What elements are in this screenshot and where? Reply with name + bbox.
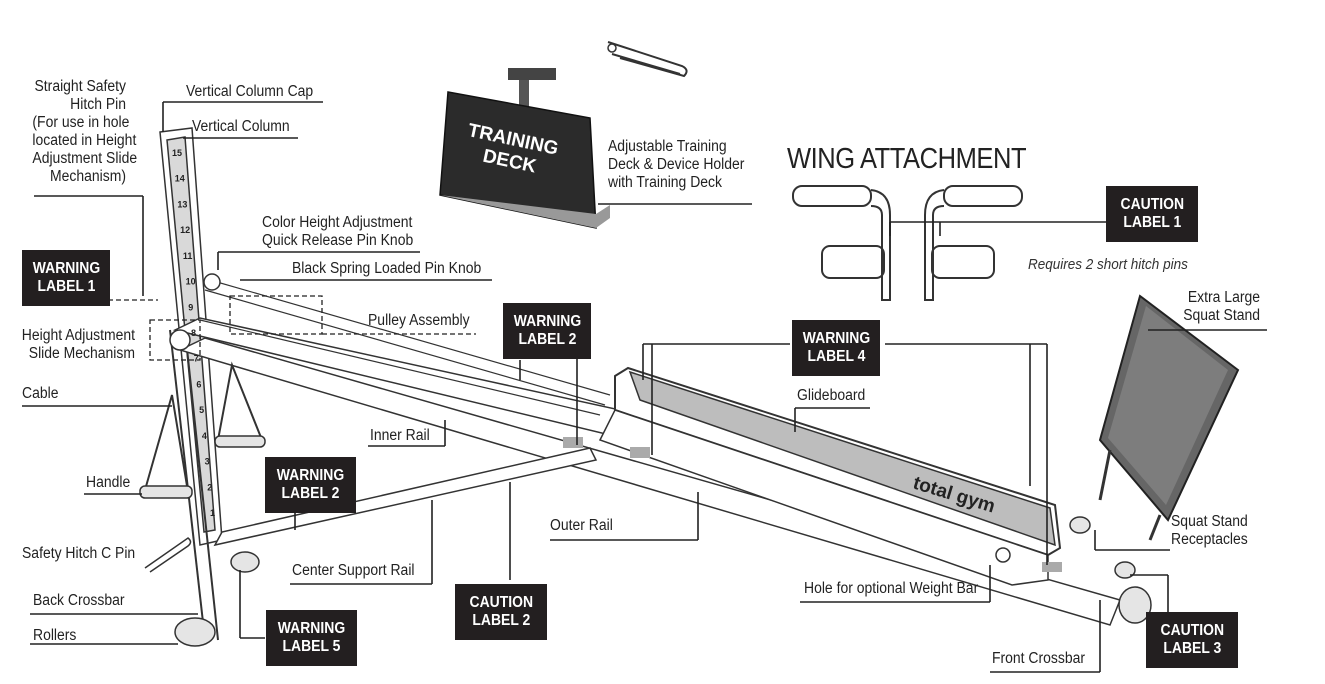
column-number: 5	[199, 405, 204, 415]
label-back-crossbar: Back Crossbar	[33, 592, 125, 609]
column-number: 14	[175, 174, 185, 184]
wing-attachment-note: Requires 2 short hitch pins	[1028, 256, 1188, 273]
straight-pin-illustration	[607, 41, 688, 78]
label-vertical-column: Vertical Column	[192, 118, 290, 135]
frame-illustration	[139, 127, 1152, 647]
column-numbers: 15 14 13 12 11 10 9 8 7 6 5 4 3 2 1	[172, 148, 215, 518]
column-number: 3	[205, 457, 210, 467]
training-deck-illustration: TRAININGDECK	[439, 68, 610, 229]
label-squat-stand-receptacles: Squat Stand Receptacles	[1171, 513, 1248, 548]
warning-label-1-badge: WARNING LABEL 1	[22, 250, 110, 306]
label-hole-weight-bar: Hole for optional Weight Bar	[804, 580, 979, 597]
label-color-height-adjustment: Color Height Adjustment Quick Release Pi…	[262, 214, 414, 249]
label-safety-hitch-c-pin: Safety Hitch C Pin	[22, 545, 136, 562]
warning-label-2-upper-badge: WARNING LABEL 2	[503, 303, 591, 359]
label-glideboard: Glideboard	[797, 387, 866, 404]
label-height-adjustment-slide: Height Adjustment Slide Mechanism	[21, 327, 135, 362]
label-outer-rail: Outer Rail	[550, 517, 613, 534]
label-center-support-rail: Center Support Rail	[292, 562, 415, 579]
column-number: 7	[194, 354, 199, 364]
column-number: 2	[207, 482, 212, 492]
column-number: 4	[202, 431, 207, 441]
label-handle: Handle	[86, 474, 131, 491]
label-training-deck-holder: Adjustable Training Deck & Device Holder…	[608, 138, 745, 191]
label-rollers: Rollers	[33, 627, 77, 644]
column-number: 10	[186, 277, 196, 287]
warning-label-5-badge: WARNING LABEL 5	[266, 610, 357, 666]
caution-label-2-badge: CAUTION LABEL 2	[455, 584, 547, 640]
caution-label-3-badge: CAUTION LABEL 3	[1146, 612, 1238, 668]
squat-stand-illustration	[1098, 294, 1240, 541]
label-black-spring-loaded-pin-knob: Black Spring Loaded Pin Knob	[292, 260, 482, 277]
warning-label-4-badge: WARNING LABEL 4	[792, 320, 880, 376]
column-number: 12	[180, 225, 190, 235]
label-inner-rail: Inner Rail	[370, 427, 430, 444]
wing-attachment-title: WING ATTACHMENT	[787, 143, 1027, 175]
column-number: 15	[172, 148, 182, 158]
column-number: 8	[191, 328, 196, 338]
leader-lines	[22, 101, 1267, 673]
label-extra-large-squat-stand: Extra Large Squat Stand	[1183, 289, 1260, 324]
label-pulley-assembly: Pulley Assembly	[368, 312, 470, 329]
label-front-crossbar: Front Crossbar	[992, 650, 1086, 667]
wing-attachment-illustration	[792, 185, 1023, 301]
column-number: 1	[210, 508, 215, 518]
label-cable: Cable	[22, 385, 59, 402]
label-straight-safety-hitch-pin: Straight Safety Hitch Pin (For use in ho…	[32, 78, 138, 185]
column-number: 9	[188, 302, 193, 312]
caution-label-1-badge: CAUTION LABEL 1	[1106, 186, 1198, 242]
warning-label-2-lower-badge: WARNING LABEL 2	[265, 457, 356, 513]
column-number: 11	[183, 251, 193, 261]
column-number: 6	[196, 379, 201, 389]
column-number: 13	[177, 199, 187, 209]
label-vertical-column-cap: Vertical Column Cap	[186, 83, 314, 100]
